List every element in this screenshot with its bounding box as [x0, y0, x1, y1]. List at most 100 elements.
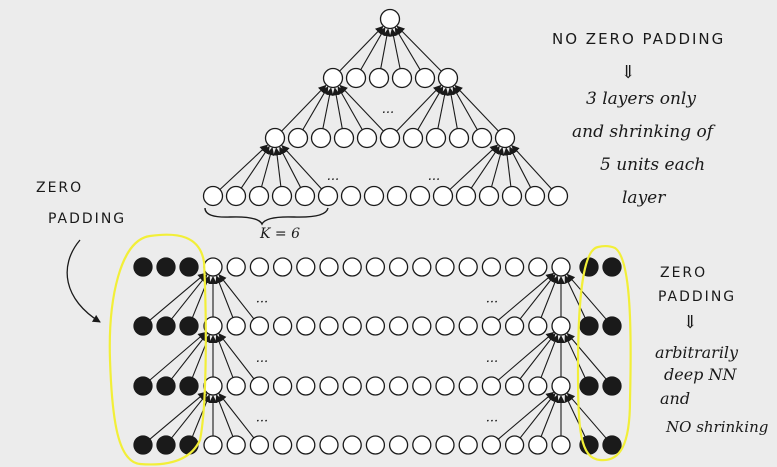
unit-top-0	[317, 185, 339, 207]
no-padding-network: ... ... ... K = 6	[202, 8, 569, 242]
unit-bottom	[412, 435, 432, 455]
unit-bottom	[504, 376, 525, 396]
padding-unit	[579, 376, 599, 396]
unit-bottom	[504, 316, 525, 336]
note-top-arrow: ⇓	[620, 62, 635, 83]
note-bottom-line5: and	[660, 389, 690, 408]
edge-top	[511, 145, 552, 190]
note-bottom-line3: arbitrarily	[655, 343, 739, 362]
bottom-ellipsis-left: ...	[256, 351, 268, 366]
edge-bottom	[171, 274, 208, 320]
bottom-edges	[149, 272, 607, 440]
padding-unit	[179, 376, 199, 396]
unit-bottom	[365, 376, 386, 396]
edge-top	[470, 145, 500, 189]
unit-top-1	[310, 127, 332, 149]
bottom-ellipsis-left: ...	[256, 411, 268, 426]
edge-top	[389, 28, 401, 69]
unit-top-1	[448, 127, 470, 149]
unit-bottom	[226, 316, 246, 336]
unit-bottom	[481, 376, 502, 396]
edge-bottom	[218, 333, 255, 380]
unit-bottom	[458, 316, 478, 336]
unit-bottom	[296, 435, 316, 455]
top-right-notes: NO ZERO PADDING ⇓ 3 layers only and shri…	[552, 30, 725, 208]
zero-padding-network: ..................	[133, 257, 622, 455]
edge-top	[273, 147, 282, 187]
left-label-line2: PADDING	[48, 211, 126, 227]
edge-bottom	[149, 331, 207, 381]
unit-bottom	[249, 316, 270, 336]
padding-unit	[156, 376, 176, 396]
unit-top-1	[494, 127, 516, 149]
top-edges	[219, 25, 552, 190]
unit-top-2	[391, 67, 413, 89]
unit-bottom	[203, 376, 223, 396]
unit-bottom	[365, 257, 386, 277]
note-top-line5: layer	[622, 188, 666, 208]
edge-top	[332, 87, 343, 129]
unit-bottom	[551, 316, 571, 336]
unit-top-0	[340, 185, 362, 207]
unit-top-0	[455, 185, 477, 207]
edge-bottom	[215, 334, 234, 378]
edge-bottom	[149, 272, 207, 321]
edge-top	[380, 28, 391, 69]
unit-bottom	[458, 435, 478, 455]
unit-bottom	[226, 435, 246, 455]
padding-unit	[133, 316, 153, 336]
edge-bottom	[540, 394, 559, 437]
unit-top-1	[402, 127, 424, 149]
edge-top	[503, 147, 512, 187]
note-top-line1: NO ZERO PADDING	[552, 30, 725, 48]
edge-top	[394, 27, 421, 71]
padding-unit	[156, 257, 176, 277]
edge-bottom	[566, 392, 607, 439]
unit-top-0	[524, 185, 546, 207]
unit-top-1	[287, 127, 309, 149]
bottom-ellipsis-right: ...	[486, 292, 498, 307]
right-padding-highlight	[576, 244, 632, 462]
unit-top-1	[356, 127, 378, 149]
edge-bottom	[540, 275, 559, 318]
unit-bottom	[528, 257, 548, 277]
edge-bottom	[215, 275, 234, 318]
unit-bottom	[435, 316, 455, 336]
unit-bottom	[551, 376, 571, 396]
unit-bottom	[551, 435, 571, 455]
top-ellipsis-3: ...	[428, 169, 440, 184]
top-ellipsis-2: ...	[327, 169, 339, 184]
edge-top	[219, 144, 269, 190]
unit-bottom	[365, 435, 386, 455]
unit-top-0	[363, 185, 385, 207]
unit-top-0	[478, 185, 500, 207]
pointer-arrow	[66, 239, 101, 323]
unit-bottom	[226, 376, 246, 396]
padding-unit	[133, 257, 153, 277]
edge-bottom	[564, 394, 586, 438]
unit-bottom	[319, 376, 339, 396]
kernel-label: K = 6	[259, 226, 300, 242]
edge-top	[490, 147, 505, 187]
edge-bottom	[218, 393, 255, 439]
unit-bottom	[272, 257, 293, 277]
unit-bottom	[412, 257, 432, 277]
unit-top-1	[379, 127, 401, 149]
note-bottom-line4: deep NN	[664, 365, 738, 384]
edge-top	[281, 145, 322, 190]
unit-bottom	[435, 257, 455, 277]
edge-top	[339, 25, 384, 72]
edge-top	[281, 84, 327, 132]
unit-bottom	[365, 316, 386, 336]
padding-unit	[602, 257, 622, 277]
edge-top	[452, 86, 478, 131]
edge-bottom	[519, 274, 556, 320]
unit-bottom	[249, 435, 270, 455]
unit-top-1	[264, 127, 286, 149]
unit-bottom	[249, 257, 270, 277]
padding-unit	[133, 376, 153, 396]
edge-top	[322, 87, 334, 129]
note-bottom-line1: ZERO	[660, 265, 707, 281]
edge-bottom	[215, 394, 234, 437]
unit-top-2	[368, 67, 390, 89]
